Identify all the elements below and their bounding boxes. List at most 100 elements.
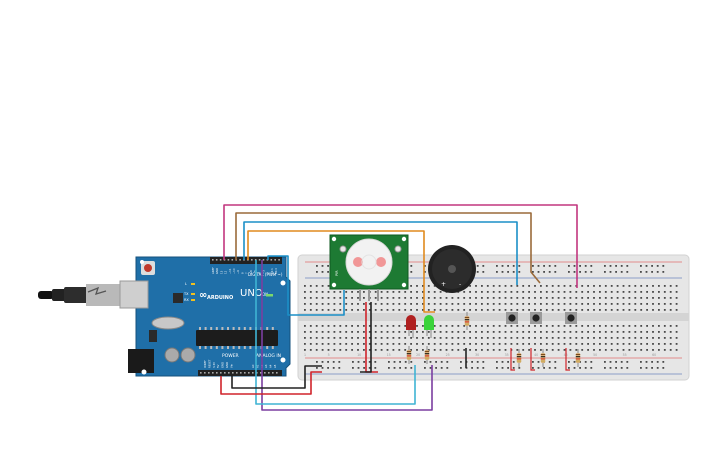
hole[interactable] [321,343,324,345]
hole[interactable] [327,297,330,299]
hole[interactable] [404,361,407,363]
hole[interactable] [427,343,430,345]
hole[interactable] [545,325,548,327]
hole[interactable] [380,343,383,345]
hole[interactable] [599,285,601,287]
hole[interactable] [410,303,412,305]
hole[interactable] [333,297,336,299]
hole[interactable] [537,367,540,369]
hole[interactable] [463,331,466,333]
hole[interactable] [581,297,584,299]
hole[interactable] [492,303,495,305]
hole[interactable] [534,343,536,345]
hole[interactable] [516,325,519,327]
hole[interactable] [339,309,342,311]
hole[interactable] [563,309,566,311]
hole[interactable] [579,367,581,369]
hole[interactable] [368,337,371,339]
hole[interactable] [563,291,566,293]
hole[interactable] [416,349,418,351]
hole[interactable] [410,291,412,293]
hole[interactable] [573,265,576,267]
hole[interactable] [528,343,530,345]
hole[interactable] [640,361,642,363]
hole[interactable] [569,349,572,351]
hole[interactable] [496,361,498,363]
hole[interactable] [628,309,631,311]
hole[interactable] [469,309,471,311]
hole[interactable] [380,349,383,351]
hole[interactable] [416,325,418,327]
hole[interactable] [339,349,342,351]
hole[interactable] [433,349,436,351]
hole[interactable] [475,325,477,327]
hole[interactable] [492,331,495,333]
resistor-buzzer[interactable] [464,312,470,330]
hole[interactable] [528,303,530,305]
hole[interactable] [593,285,595,287]
hole[interactable] [518,367,521,369]
hole[interactable] [440,361,443,363]
hole[interactable] [510,331,513,333]
hole[interactable] [410,271,413,273]
hole[interactable] [652,337,654,339]
resistor-button-1[interactable] [516,349,522,367]
hole[interactable] [416,343,418,345]
hole[interactable] [309,309,312,311]
wire-red-button[interactable] [565,348,570,371]
hole[interactable] [622,309,625,311]
hole[interactable] [543,271,545,273]
hole[interactable] [463,325,466,327]
hole[interactable] [528,285,530,287]
hole[interactable] [463,337,466,339]
wire-purple[interactable] [261,260,433,411]
hole[interactable] [634,297,637,299]
hole[interactable] [575,325,578,327]
hole[interactable] [587,349,589,351]
hole[interactable] [540,309,542,311]
hole[interactable] [469,297,471,299]
hole[interactable] [316,367,318,369]
hole[interactable] [471,367,473,369]
hole[interactable] [587,303,589,305]
hole[interactable] [352,367,354,369]
hole[interactable] [339,337,342,339]
hole[interactable] [492,309,495,311]
hole[interactable] [587,343,589,345]
hole[interactable] [510,291,513,293]
hole[interactable] [516,337,519,339]
hole[interactable] [662,367,665,369]
hole[interactable] [386,331,389,333]
hole[interactable] [516,297,519,299]
hole[interactable] [357,349,359,351]
hole[interactable] [622,303,625,305]
hole[interactable] [486,297,489,299]
hole[interactable] [363,297,365,299]
hole[interactable] [304,297,306,299]
hole[interactable] [669,309,672,311]
hole[interactable] [486,303,489,305]
hole[interactable] [404,325,407,327]
hole[interactable] [573,367,576,369]
hole[interactable] [587,291,589,293]
hole[interactable] [424,271,426,273]
hole[interactable] [646,349,648,351]
hole[interactable] [554,265,557,267]
hole[interactable] [469,343,471,345]
hole[interactable] [609,361,612,363]
hole[interactable] [609,271,612,273]
hole[interactable] [345,297,348,299]
hole[interactable] [457,309,460,311]
push-button-3[interactable] [565,312,577,324]
hole[interactable] [545,285,548,287]
hole[interactable] [351,303,353,305]
hole[interactable] [640,297,643,299]
hole[interactable] [445,343,448,345]
hole[interactable] [457,343,460,345]
hole[interactable] [351,349,353,351]
hole[interactable] [537,265,540,267]
hole[interactable] [451,297,454,299]
hole[interactable] [304,343,306,345]
hole[interactable] [590,367,593,369]
hole[interactable] [345,337,348,339]
